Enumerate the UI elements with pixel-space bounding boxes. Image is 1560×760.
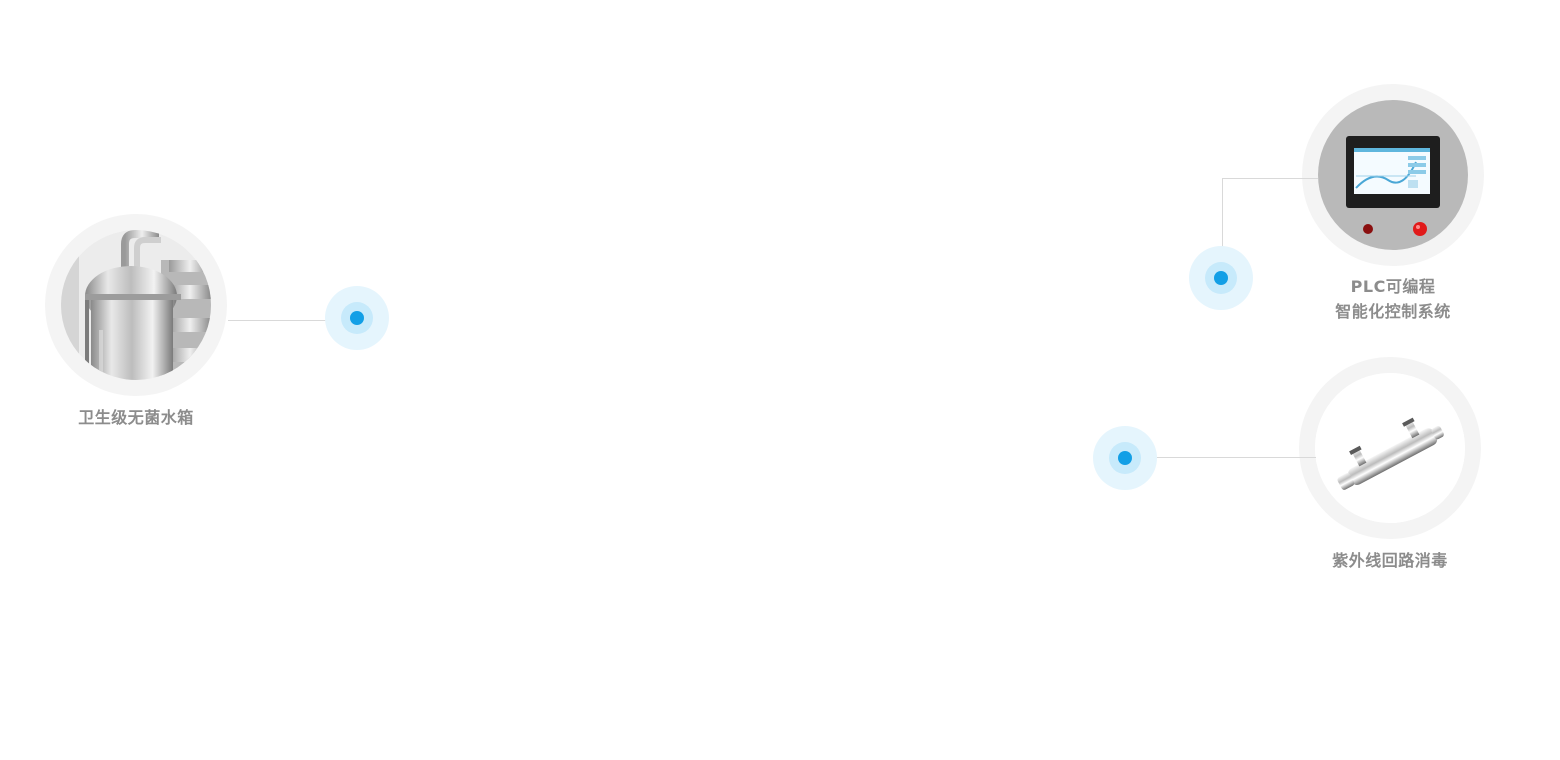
plc-label-line-2: 智能化控制系统 — [1335, 302, 1451, 321]
water-tank-label: 卫生级无菌水箱 — [16, 405, 256, 430]
plc-hotspot[interactable] — [1189, 246, 1253, 310]
water-tank-label-line: 卫生级无菌水箱 — [78, 408, 194, 427]
uv-connector — [1130, 457, 1316, 458]
uv-label-line: 紫外线回路消毒 — [1332, 551, 1448, 570]
uv-image-ring — [1299, 357, 1481, 539]
water-tank-connector — [228, 320, 338, 321]
plc-label: PLC可编程 智能化控制系统 — [1273, 274, 1513, 324]
hotspot-dot-icon — [1118, 451, 1132, 465]
plc-photo — [1318, 100, 1468, 250]
uv-photo — [1315, 373, 1465, 523]
water-tank-image-ring — [45, 214, 227, 396]
uv-label: 紫外线回路消毒 — [1270, 548, 1510, 573]
plc-connector-vertical — [1222, 178, 1223, 258]
plc-connector-horizontal — [1222, 178, 1318, 179]
stainless-steel-tank-icon — [61, 230, 211, 380]
hotspot-dot-icon — [1214, 271, 1228, 285]
water-tank-photo — [61, 230, 211, 380]
water-tank-hotspot[interactable] — [325, 286, 389, 350]
plc-image-ring — [1302, 84, 1484, 266]
hotspot-dot-icon — [350, 311, 364, 325]
uv-sterilizer-pipe-icon — [1315, 373, 1465, 523]
plc-label-line-1: PLC可编程 — [1350, 277, 1436, 296]
uv-hotspot[interactable] — [1093, 426, 1157, 490]
plc-touch-panel-icon — [1318, 100, 1468, 250]
